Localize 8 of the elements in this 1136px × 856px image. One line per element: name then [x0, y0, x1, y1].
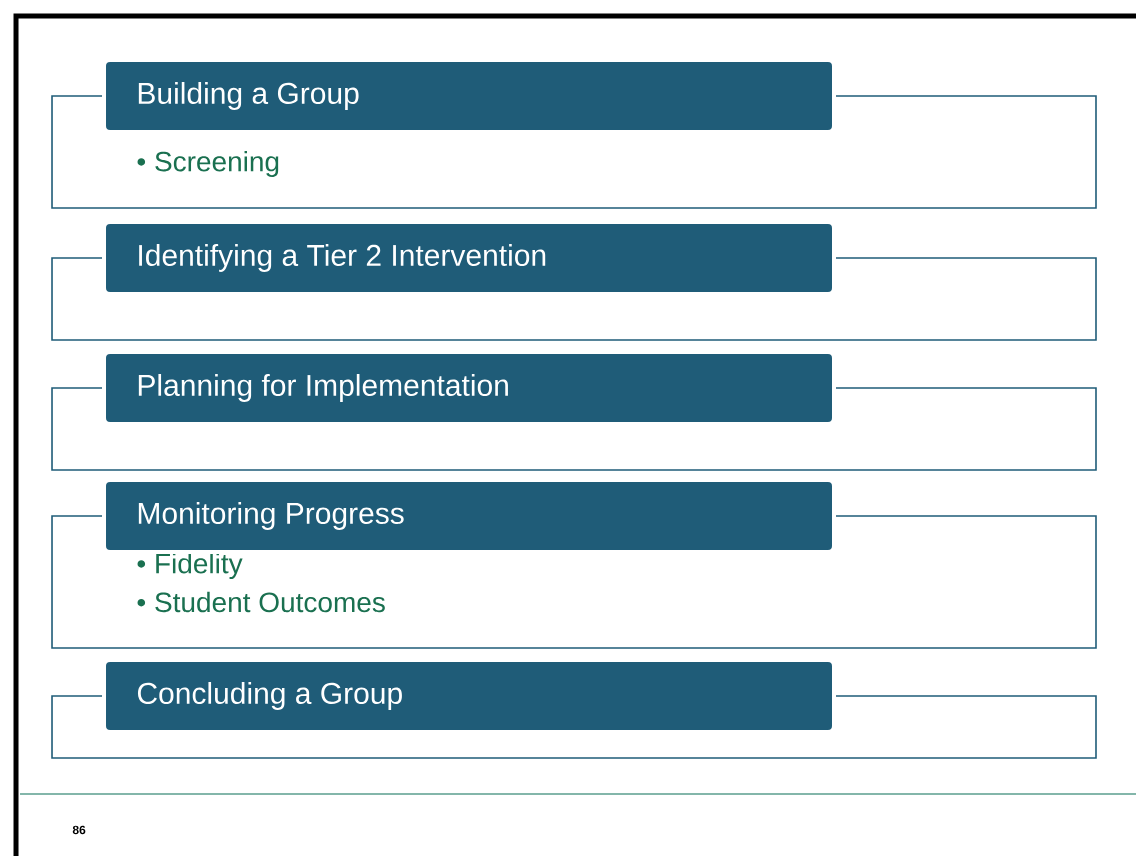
- section-header: Planning for Implementation: [102, 350, 836, 426]
- section-header: Monitoring Progress: [102, 478, 836, 554]
- section-header: Building a Group: [102, 58, 836, 134]
- section-header: Identifying a Tier 2 Intervention: [102, 220, 836, 296]
- section-header: Concluding a Group: [102, 657, 836, 734]
- bullet-item: • Fidelity: [137, 552, 243, 579]
- bullet-item: • Student Outcomes: [137, 591, 385, 613]
- bullet-item: • Screening: [137, 150, 279, 177]
